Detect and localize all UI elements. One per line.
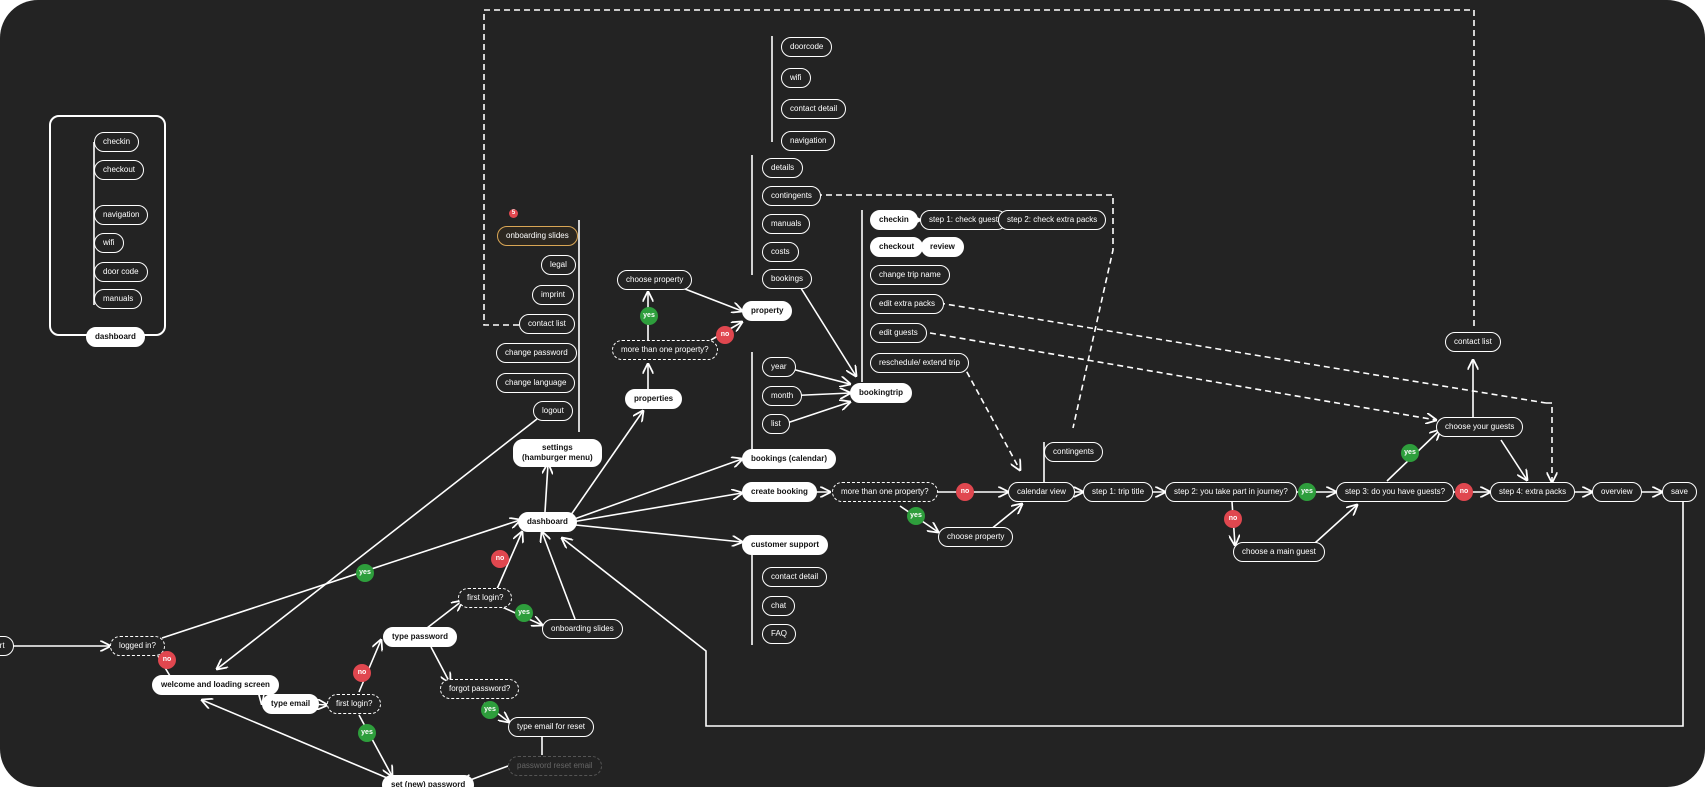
calendar-view-node[interactable]: calendar view: [1008, 482, 1075, 502]
flow-choose-property[interactable]: choose property: [938, 527, 1014, 547]
trip-item-change-name[interactable]: change trip name: [870, 265, 950, 285]
property-item-manuals[interactable]: manuals: [762, 214, 811, 234]
no-badge: no: [716, 326, 734, 344]
settings-node[interactable]: settings(hamburger menu): [513, 439, 602, 467]
yes-badge: yes: [481, 701, 499, 719]
reset-email-node[interactable]: password reset email: [508, 756, 602, 776]
step4-extra-packs-node[interactable]: step 4: extra packs: [1490, 482, 1576, 502]
contact-list-node[interactable]: contact list: [1445, 332, 1501, 352]
yes-badge: yes: [358, 724, 376, 742]
bookingtrip-node[interactable]: bookingtrip: [850, 383, 912, 403]
legend-item-door-code[interactable]: door code: [94, 262, 148, 282]
menu-item-legal[interactable]: legal: [541, 255, 576, 275]
details-item-wifi[interactable]: wifi: [781, 68, 811, 88]
choose-property-node[interactable]: choose property: [617, 270, 693, 290]
menu-item-logout[interactable]: logout: [533, 401, 573, 421]
calendar-item-year[interactable]: year: [762, 357, 796, 377]
legend-item-checkin[interactable]: checkin: [94, 132, 140, 152]
calendar-item-month[interactable]: month: [762, 386, 803, 406]
property-item-bookings[interactable]: bookings: [762, 269, 813, 289]
trip-checkout-node[interactable]: checkout: [870, 237, 924, 257]
support-item-chat[interactable]: chat: [762, 596, 796, 616]
save-node[interactable]: save: [1662, 482, 1697, 502]
set-password-node[interactable]: set (new) password: [382, 775, 475, 787]
no-badge: no: [158, 651, 176, 669]
support-item-faq[interactable]: FAQ: [762, 624, 797, 644]
type-email-reset-node[interactable]: type email for reset: [508, 717, 595, 737]
type-email-node[interactable]: type email: [262, 694, 320, 714]
trip-item-edit-extra-packs[interactable]: edit extra packs: [870, 294, 945, 314]
property-node[interactable]: property: [742, 301, 793, 321]
details-item-doorcode[interactable]: doorcode: [781, 37, 833, 57]
legend-item-wifi[interactable]: wifi: [94, 233, 124, 253]
yes-badge: yes: [515, 604, 533, 622]
menu-item-change-password[interactable]: change password: [496, 343, 577, 363]
menu-count-badge: 5: [509, 209, 518, 218]
legend-item-manuals[interactable]: manuals: [94, 289, 143, 309]
support-item-contact-detail[interactable]: contact detail: [762, 567, 828, 587]
no-badge: no: [491, 550, 509, 568]
no-badge: no: [353, 664, 371, 682]
property-item-details[interactable]: details: [762, 158, 804, 178]
trip-checkin-node[interactable]: checkin: [870, 210, 918, 230]
create-booking-node[interactable]: create booking: [742, 482, 817, 502]
step2-take-part-node[interactable]: step 2: you take part in journey?: [1165, 482, 1297, 502]
choose-guests-node[interactable]: choose your guests: [1436, 417, 1524, 437]
step3-guests-node[interactable]: step 3: do you have guests?: [1336, 482, 1455, 502]
trip-item-edit-guests[interactable]: edit guests: [870, 323, 927, 343]
no-badge: no: [1224, 510, 1242, 528]
review-node[interactable]: review: [921, 237, 964, 257]
step2-check-extra-node[interactable]: step 2: check extra packs: [998, 210, 1107, 230]
menu-item-change-language[interactable]: change language: [496, 373, 576, 393]
logged-in-node[interactable]: logged in?: [110, 636, 165, 656]
forgot-password-node[interactable]: forgot password?: [440, 679, 520, 699]
no-badge: no: [1455, 483, 1473, 501]
yes-badge: yes: [640, 307, 658, 325]
type-password-node[interactable]: type password: [383, 627, 458, 647]
legend-item-checkout[interactable]: checkout: [94, 160, 145, 180]
properties-node[interactable]: properties: [625, 389, 683, 409]
customer-support-node[interactable]: customer support: [742, 535, 829, 555]
no-badge: no: [956, 483, 974, 501]
start-node[interactable]: start: [0, 636, 14, 656]
yes-badge: yes: [1401, 444, 1419, 462]
yes-badge: yes: [1298, 483, 1316, 501]
property-item-costs[interactable]: costs: [762, 242, 799, 262]
choose-main-guest-node[interactable]: choose a main guest: [1233, 542, 1325, 562]
dashboard-node[interactable]: dashboard: [518, 512, 577, 532]
onboarding-slides-node[interactable]: onboarding slides: [542, 619, 623, 639]
first-login-node-1[interactable]: first login?: [327, 694, 382, 714]
details-item-navigation[interactable]: navigation: [781, 131, 836, 151]
menu-item-onboarding[interactable]: onboarding slides: [497, 226, 578, 246]
yes-badge: yes: [907, 507, 925, 525]
yes-badge: yes: [356, 564, 374, 582]
legend-root-dashboard[interactable]: dashboard: [86, 327, 145, 347]
welcome-node[interactable]: welcome and loading screen: [152, 675, 279, 695]
step1-check-guest-node[interactable]: step 1: check guest: [920, 210, 1007, 230]
details-item-contact-detail[interactable]: contact detail: [781, 99, 847, 119]
menu-item-contact-list[interactable]: contact list: [519, 314, 575, 334]
menu-item-imprint[interactable]: imprint: [532, 285, 575, 305]
contingents-node[interactable]: contingents: [1044, 442, 1103, 462]
bookings-calendar-node[interactable]: bookings (calendar): [742, 449, 837, 469]
more-than-one-property-node[interactable]: more than one property?: [612, 340, 718, 360]
first-login-node-2[interactable]: first login?: [458, 588, 513, 608]
overview-node[interactable]: overview: [1592, 482, 1642, 502]
property-item-contingents[interactable]: contingents: [762, 186, 821, 206]
step1-trip-title-node[interactable]: step 1: trip title: [1083, 482, 1154, 502]
calendar-item-list[interactable]: list: [762, 414, 790, 434]
legend-item-navigation[interactable]: navigation: [94, 205, 149, 225]
flow-more-than-one-property[interactable]: more than one property?: [832, 482, 938, 502]
trip-item-reschedule[interactable]: reschedule/ extend trip: [870, 353, 969, 373]
